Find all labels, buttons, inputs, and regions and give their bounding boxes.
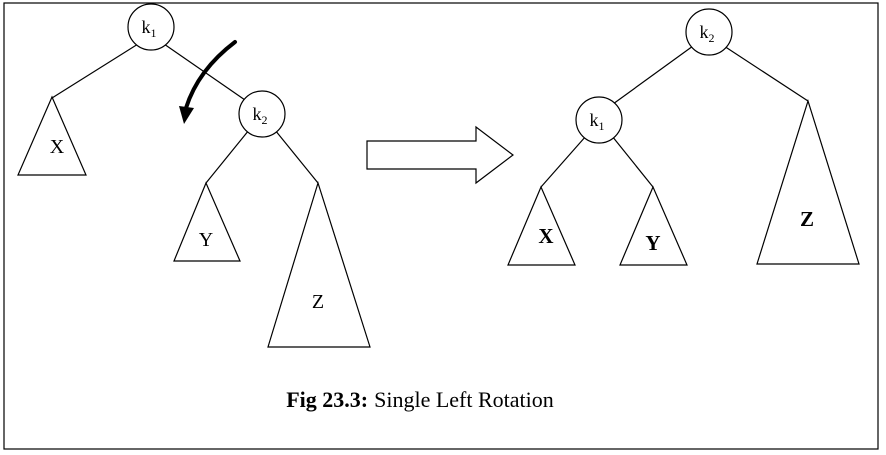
- node-k2-label: k2: [253, 104, 268, 127]
- subtree-z-label: Z: [312, 291, 324, 313]
- rotation-arrowhead-icon: [179, 106, 194, 124]
- subtree-z-triangle: [756, 98, 860, 265]
- edge-k2-y: [205, 129, 250, 184]
- node-k2-circle: [685, 8, 733, 56]
- subtree-x-triangle: [17, 95, 87, 176]
- node-k1-base: k: [590, 110, 599, 130]
- node-k2-label: k2: [700, 22, 715, 45]
- edge-k1-x: [51, 43, 139, 99]
- node-k1-label: k1: [142, 17, 157, 40]
- edge-k2-k1: [612, 45, 694, 105]
- subtree-y-triangle: [619, 185, 688, 266]
- node-k1-base: k: [142, 17, 151, 37]
- node-k1-subscript: 1: [151, 26, 157, 40]
- rotation-arrow-icon: [184, 40, 237, 110]
- caption-text: Single Left Rotation: [374, 387, 554, 412]
- subtree-x-label: X: [538, 224, 553, 248]
- subtree-y-label: Y: [199, 229, 213, 251]
- subtree-z-triangle: [267, 180, 371, 348]
- node-k1-label: k1: [590, 110, 605, 133]
- subtree-z-label: Z: [800, 207, 814, 231]
- node-k1-subscript: 1: [599, 119, 605, 133]
- left-tree: X Y Z k1 k2: [17, 3, 371, 348]
- right-tree: X Y Z k2 k1: [507, 8, 860, 266]
- node-k1-circle: [127, 3, 175, 51]
- edge-k1-x: [540, 135, 587, 188]
- node-k2-base: k: [253, 104, 262, 124]
- edge-k1-y: [611, 135, 654, 188]
- caption-number: Fig 23.3:: [286, 387, 368, 412]
- edge-k2-z: [723, 45, 809, 102]
- subtree-x-label: X: [50, 136, 65, 158]
- edge-k2-z: [274, 129, 319, 184]
- node-k1-circle: [575, 96, 623, 144]
- subtree-x-triangle: [507, 185, 576, 266]
- node-k2-subscript: 2: [262, 113, 268, 127]
- subtree-y-triangle: [173, 181, 241, 262]
- outer-border: [3, 2, 879, 450]
- transition-arrow-icon: [366, 125, 514, 185]
- node-k2-circle: [238, 90, 286, 138]
- node-k2-subscript: 2: [709, 31, 715, 45]
- subtree-y-label: Y: [645, 231, 660, 255]
- figure-caption: Fig 23.3:Single Left Rotation: [286, 387, 554, 412]
- node-k2-base: k: [700, 22, 709, 42]
